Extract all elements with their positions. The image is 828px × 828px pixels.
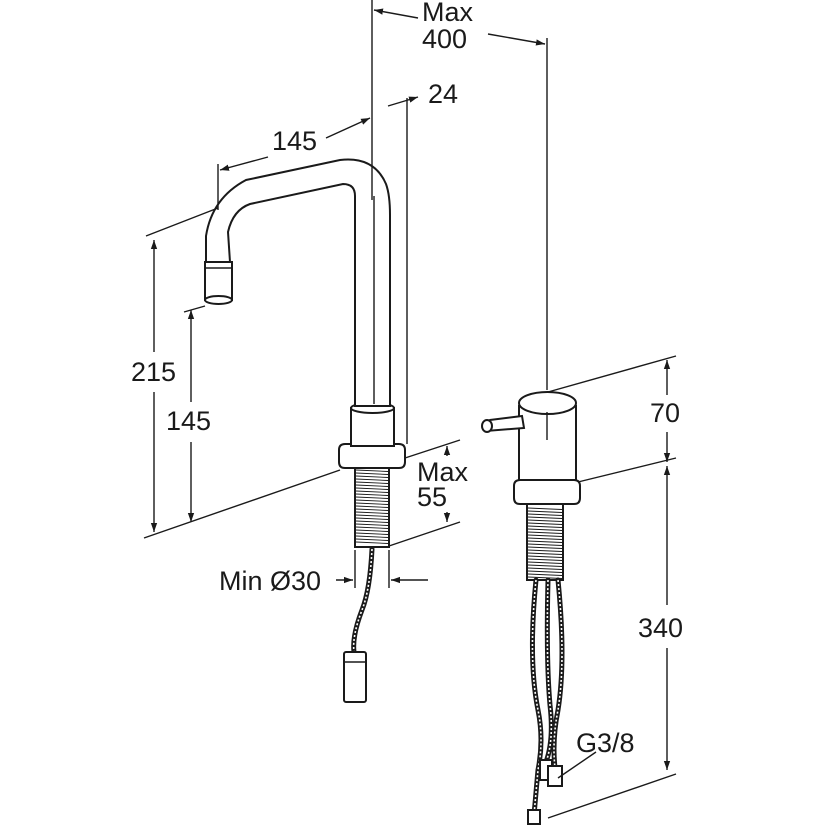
shank-threads xyxy=(355,469,389,544)
label-max-thickness-top: Max xyxy=(417,457,469,487)
thread-line xyxy=(355,490,389,493)
thread-line xyxy=(355,511,389,514)
thread-line xyxy=(355,478,389,481)
thread-line xyxy=(527,549,563,552)
thread-line xyxy=(355,532,389,535)
thread-line xyxy=(527,513,563,516)
thread-line xyxy=(527,546,563,549)
label-max-reach-top: Max xyxy=(422,0,474,27)
thread-line xyxy=(527,516,563,519)
thread-line xyxy=(355,538,389,541)
thread-line xyxy=(355,517,389,520)
thread-line xyxy=(527,507,563,510)
thread-line xyxy=(527,573,563,576)
thread-line xyxy=(527,558,563,561)
thread-line xyxy=(355,520,389,523)
label-max-thickness-value: 55 xyxy=(417,482,447,512)
thread-line xyxy=(527,534,563,537)
thread-line xyxy=(527,528,563,531)
thread-line xyxy=(355,499,389,502)
thread-line xyxy=(527,543,563,546)
thread-line xyxy=(355,502,389,505)
thread-line xyxy=(355,514,389,517)
thread-line xyxy=(527,567,563,570)
thread-line xyxy=(527,555,563,558)
thread-line xyxy=(527,519,563,522)
thread-line xyxy=(355,487,389,490)
thread-line xyxy=(355,472,389,475)
thread-line xyxy=(355,469,389,472)
thread-line xyxy=(527,552,563,555)
valve-threads xyxy=(527,507,563,579)
thread-line xyxy=(355,481,389,484)
thread-line xyxy=(355,475,389,478)
thread-line xyxy=(527,564,563,567)
dimension-labels: Max 400 24 145 215 145 Max 55 Min Ø30 70… xyxy=(131,0,683,758)
handle-valve xyxy=(481,391,581,825)
thread-line xyxy=(527,570,563,573)
label-connection: G3/8 xyxy=(576,728,635,758)
dimension-lines xyxy=(143,0,677,819)
label-spout-reach: 145 xyxy=(272,126,317,156)
spout-faucet xyxy=(204,158,406,703)
thread-line xyxy=(527,531,563,534)
thread-line xyxy=(527,510,563,513)
thread-line xyxy=(355,535,389,538)
label-min-hole: Min Ø30 xyxy=(219,566,321,596)
thread-line xyxy=(355,496,389,499)
label-total-height: 215 xyxy=(131,357,176,387)
thread-line xyxy=(355,505,389,508)
thread-line xyxy=(355,508,389,511)
thread-line xyxy=(527,561,563,564)
label-spout-width: 24 xyxy=(428,79,458,109)
thread-line xyxy=(527,522,563,525)
thread-line xyxy=(355,541,389,544)
thread-line xyxy=(527,540,563,543)
thread-line xyxy=(355,484,389,487)
thread-line xyxy=(355,526,389,529)
thread-line xyxy=(355,493,389,496)
label-hose-length: 340 xyxy=(638,613,683,643)
label-max-reach-value: 400 xyxy=(422,24,467,54)
thread-line xyxy=(355,529,389,532)
thread-line xyxy=(527,525,563,528)
thread-line xyxy=(527,537,563,540)
thread-line xyxy=(355,523,389,526)
label-handle-height: 70 xyxy=(650,398,680,428)
label-spout-height: 145 xyxy=(166,406,211,436)
